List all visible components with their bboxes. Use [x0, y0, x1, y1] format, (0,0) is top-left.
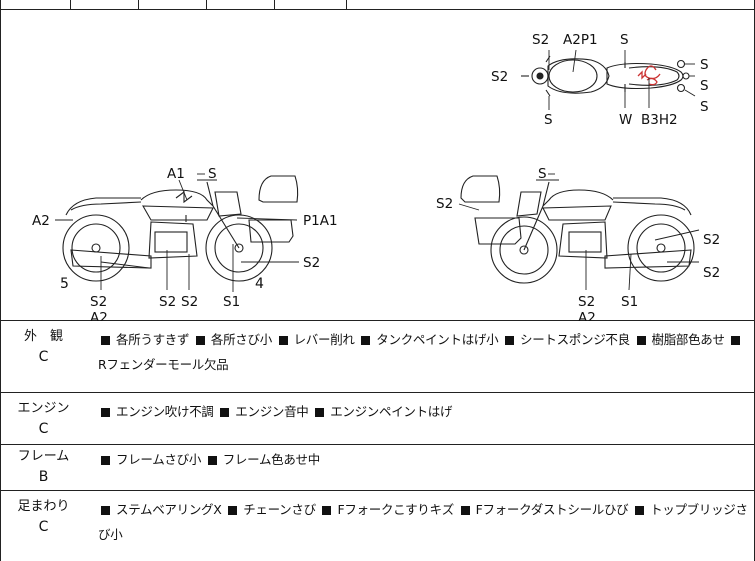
section-name: フレーム	[17, 449, 70, 464]
label-right-s1: S1	[621, 294, 638, 310]
label-right-s2-c: S2	[578, 294, 595, 310]
label-left-s2-right: S2	[303, 255, 320, 271]
section-exterior: 外 観 C 各所うすきず 各所さび小 レバー削れ タンクペイントはげ小 シートス…	[1, 321, 755, 393]
bullet-square-icon	[101, 407, 110, 417]
section-name: エンジン	[17, 401, 70, 416]
label-top-s-c: S	[700, 78, 709, 94]
bullet-square-icon	[278, 335, 288, 345]
section-grade: C	[38, 519, 49, 535]
label-left-s2-b: S2	[159, 294, 176, 310]
motorcycle-diagrams: S2 A2P1 S S2 S S S S W B3H2 A1 S A2 P1A1…	[32, 32, 720, 321]
condition-item: エンジンペイントはげ	[330, 404, 453, 419]
damage-diagram: S2 A2P1 S S2 S S S S W B3H2 A1 S A2 P1A1…	[1, 10, 755, 321]
condition-item: フレームさび小	[116, 452, 202, 467]
section-grade: C	[38, 421, 49, 437]
condition-item: エンジン吹け不調	[116, 404, 214, 419]
condition-item: Fフォークダストシールひび	[475, 502, 629, 517]
section-category: エンジン C	[1, 393, 86, 439]
condition-item: Fフォークこすりキズ	[337, 502, 454, 517]
section-name: 足まわり	[17, 499, 70, 514]
bullet-square-icon	[731, 335, 741, 345]
top-view-motorcycle	[521, 55, 690, 97]
label-top-w: W	[619, 112, 632, 128]
label-left-a2-bottom: A2	[90, 310, 108, 321]
section-category: 外 観 C	[1, 321, 86, 367]
bullet-square-icon	[505, 335, 514, 345]
label-right-s2-left: S2	[436, 196, 453, 212]
section-name: 外 観	[23, 329, 63, 344]
label-right-a2: A2	[578, 310, 596, 321]
header-table-strip	[1, 0, 755, 10]
bullet-square-icon	[101, 505, 110, 515]
condition-item: エンジン音中	[235, 404, 309, 419]
label-right-s2-b: S2	[703, 265, 720, 281]
condition-item: 各所うすきず	[116, 332, 190, 347]
bullet-square-icon	[315, 407, 325, 417]
label-top-s-e: S	[544, 112, 553, 128]
bullet-square-icon	[195, 335, 205, 345]
condition-item: チェーンさび	[243, 502, 316, 517]
label-top-b3h2: B3H2	[641, 112, 678, 128]
bullet-square-icon	[220, 407, 230, 417]
bullet-square-icon	[636, 335, 646, 345]
section-grade: B	[38, 469, 49, 485]
label-left-5: 5	[60, 276, 69, 292]
condition-item: 樹脂部色あせ	[651, 332, 726, 347]
condition-item: 各所さび小	[210, 332, 272, 347]
section-items: フレームさび小 フレーム色あせ中	[98, 447, 748, 472]
section-grade: C	[38, 349, 49, 365]
label-left-s2-a: S2	[90, 294, 107, 310]
section-frame: フレーム B フレームさび小 フレーム色あせ中	[1, 445, 755, 491]
bullet-square-icon	[322, 505, 332, 515]
label-left-p1a1: P1A1	[303, 213, 338, 229]
condition-item: ステムベアリングX	[116, 502, 222, 517]
label-top-a2p1: A2P1	[563, 32, 598, 48]
bullet-square-icon	[635, 505, 645, 515]
bullet-square-icon	[207, 455, 217, 465]
section-items: エンジン吹け不調 エンジン音中 エンジンペイントはげ	[98, 399, 748, 424]
condition-item: タンクペイントはげ小	[376, 332, 499, 347]
right-side-motorcycle	[460, 175, 695, 284]
section-engine: エンジン C エンジン吹け不調 エンジン音中 エンジンペイントはげ	[1, 393, 755, 445]
condition-item: シートスポンジ不良	[520, 332, 630, 347]
label-top-s-b: S	[700, 57, 709, 73]
label-top-s2-left: S2	[491, 69, 508, 85]
section-suspension: 足まわり C ステムベアリングX チェーンさび Fフォークこすりキズ Fフォーク…	[1, 491, 755, 561]
condition-item: レバー削れ	[293, 332, 355, 347]
label-left-a2: A2	[32, 213, 50, 229]
section-category: フレーム B	[1, 445, 86, 487]
label-right-s2-a: S2	[703, 232, 720, 248]
bullet-square-icon	[101, 335, 110, 345]
label-left-a1: A1	[167, 166, 185, 182]
bullet-square-icon	[101, 455, 110, 465]
label-left-4: 4	[255, 276, 264, 292]
label-top-s-d: S	[700, 99, 709, 115]
condition-item: トップブリッジさび小	[98, 502, 748, 542]
condition-item: Rフェンダーモール欠品	[98, 357, 229, 372]
label-right-s: S	[538, 166, 547, 182]
bullet-square-icon	[228, 505, 238, 515]
section-items: 各所うすきず 各所さび小 レバー削れ タンクペイントはげ小 シートスポンジ不良 …	[98, 327, 748, 377]
label-top-s2: S2	[532, 32, 549, 48]
section-category: 足まわり C	[1, 491, 86, 537]
label-top-s-a: S	[620, 32, 629, 48]
condition-item: フレーム色あせ中	[222, 452, 321, 467]
section-items: ステムベアリングX チェーンさび Fフォークこすりキズ Fフォークダストシールひ…	[98, 497, 748, 547]
label-left-s: S	[208, 166, 217, 182]
bullet-square-icon	[361, 335, 371, 345]
label-left-s2-c: S2	[181, 294, 198, 310]
label-left-s1: S1	[223, 294, 240, 310]
bullet-square-icon	[460, 505, 470, 515]
left-side-motorcycle	[62, 175, 299, 282]
